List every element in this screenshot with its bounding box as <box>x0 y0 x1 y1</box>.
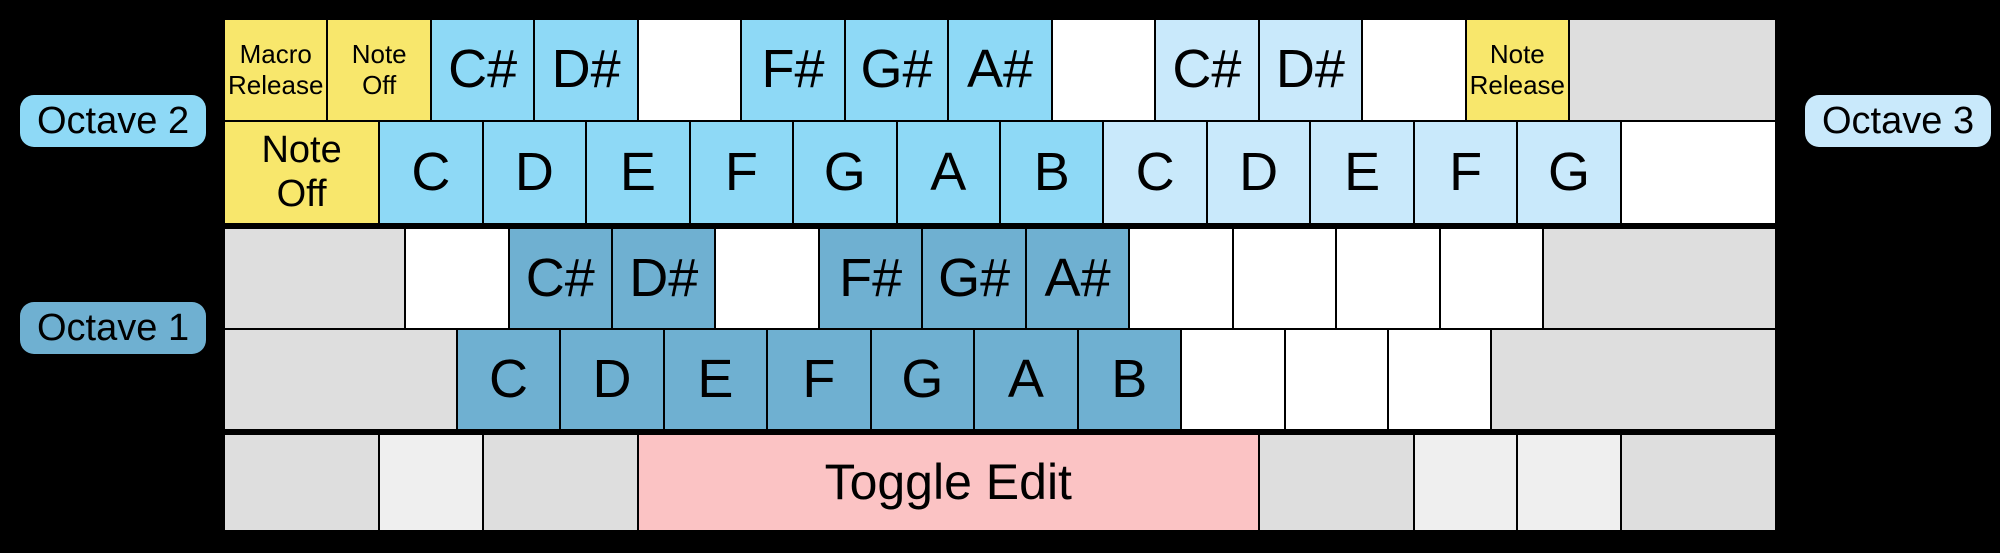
key-note-fsharp-oct2[interactable]: F# <box>741 19 845 121</box>
key-note-g-oct1[interactable]: G <box>870 329 975 430</box>
key-note-e-oct3[interactable]: E <box>1310 121 1414 224</box>
key-filler-light <box>1517 434 1621 531</box>
key-note-c-oct3[interactable]: C <box>1103 121 1207 224</box>
key-note-e-oct1[interactable]: E <box>663 329 768 430</box>
key-note-dsharp-oct3[interactable]: D# <box>1258 19 1363 121</box>
key-note-f-oct2[interactable]: F <box>689 121 794 224</box>
key-note-fsharp-oct1[interactable]: F# <box>818 228 923 329</box>
key-unmapped <box>405 228 509 329</box>
key-note-dsharp-oct1[interactable]: D# <box>612 228 716 329</box>
key-unmapped <box>1620 121 1776 224</box>
key-note-off-main[interactable]: Note Off <box>224 121 380 224</box>
key-note-b-oct2[interactable]: B <box>1000 121 1104 224</box>
key-filler <box>1543 228 1776 329</box>
key-note-f-oct1[interactable]: F <box>767 329 871 430</box>
key-unmapped <box>1439 228 1544 329</box>
key-note-release[interactable]: Note Release <box>1465 19 1570 121</box>
key-note-f-oct3[interactable]: F <box>1413 121 1518 224</box>
bottom-row: Toggle Edit <box>224 434 1776 531</box>
key-note-csharp-oct3[interactable]: C# <box>1155 19 1259 121</box>
key-unmapped <box>1336 228 1440 329</box>
key-filler <box>482 434 638 531</box>
key-note-asharp-oct2[interactable]: A# <box>948 19 1052 121</box>
key-unmapped <box>1388 329 1492 430</box>
key-unmapped <box>1181 329 1285 430</box>
key-note-c-oct1[interactable]: C <box>456 329 561 430</box>
key-filler <box>224 228 406 329</box>
key-filler <box>224 434 380 531</box>
key-unmapped <box>1362 19 1466 121</box>
key-note-g-oct3[interactable]: G <box>1517 121 1621 224</box>
key-filler-light <box>1413 434 1518 531</box>
key-filler <box>224 329 457 430</box>
octave-2-label: Octave 2 <box>20 95 207 147</box>
key-note-b-oct1[interactable]: B <box>1077 329 1182 430</box>
key-note-d-oct3[interactable]: D <box>1206 121 1311 224</box>
key-note-gsharp-oct2[interactable]: G# <box>844 19 949 121</box>
key-note-a-oct1[interactable]: A <box>974 329 1078 430</box>
key-note-csharp-oct2[interactable]: C# <box>430 19 535 121</box>
key-unmapped <box>715 228 819 329</box>
key-note-e-oct2[interactable]: E <box>586 121 690 224</box>
key-note-off-top[interactable]: Note Off <box>327 19 431 121</box>
key-unmapped <box>1284 329 1388 430</box>
key-unmapped <box>1129 228 1233 329</box>
key-unmapped <box>637 19 742 121</box>
key-filler <box>1569 19 1776 121</box>
key-filler <box>1258 434 1414 531</box>
octave-3-label: Octave 3 <box>1805 95 1992 147</box>
key-note-c-oct2[interactable]: C <box>379 121 483 224</box>
key-note-gsharp-oct1[interactable]: G# <box>922 228 1026 329</box>
key-note-dsharp-oct2[interactable]: D# <box>534 19 638 121</box>
key-note-d-oct1[interactable]: D <box>560 329 664 430</box>
key-note-g-oct2[interactable]: G <box>793 121 897 224</box>
key-unmapped <box>1051 19 1156 121</box>
key-macro-release[interactable]: Macro Release <box>224 19 328 121</box>
key-filler <box>1491 329 1776 430</box>
octave-2-label-text: Octave 2 <box>37 99 190 142</box>
key-filler-light <box>379 434 483 531</box>
octave-3-label-text: Octave 3 <box>1822 99 1975 142</box>
home-row: C#D# F#G#A# <box>224 228 1776 329</box>
key-note-d-oct2[interactable]: D <box>482 121 587 224</box>
octave-1-label-text: Octave 1 <box>37 306 190 349</box>
key-note-csharp-oct1[interactable]: C# <box>508 228 612 329</box>
key-note-asharp-oct1[interactable]: A# <box>1025 228 1130 329</box>
key-toggle-edit[interactable]: Toggle Edit <box>637 434 1259 531</box>
octave-1-label: Octave 1 <box>20 302 207 354</box>
key-filler <box>1620 434 1776 531</box>
key-note-a-oct2[interactable]: A <box>896 121 1000 224</box>
key-unmapped <box>1232 228 1337 329</box>
